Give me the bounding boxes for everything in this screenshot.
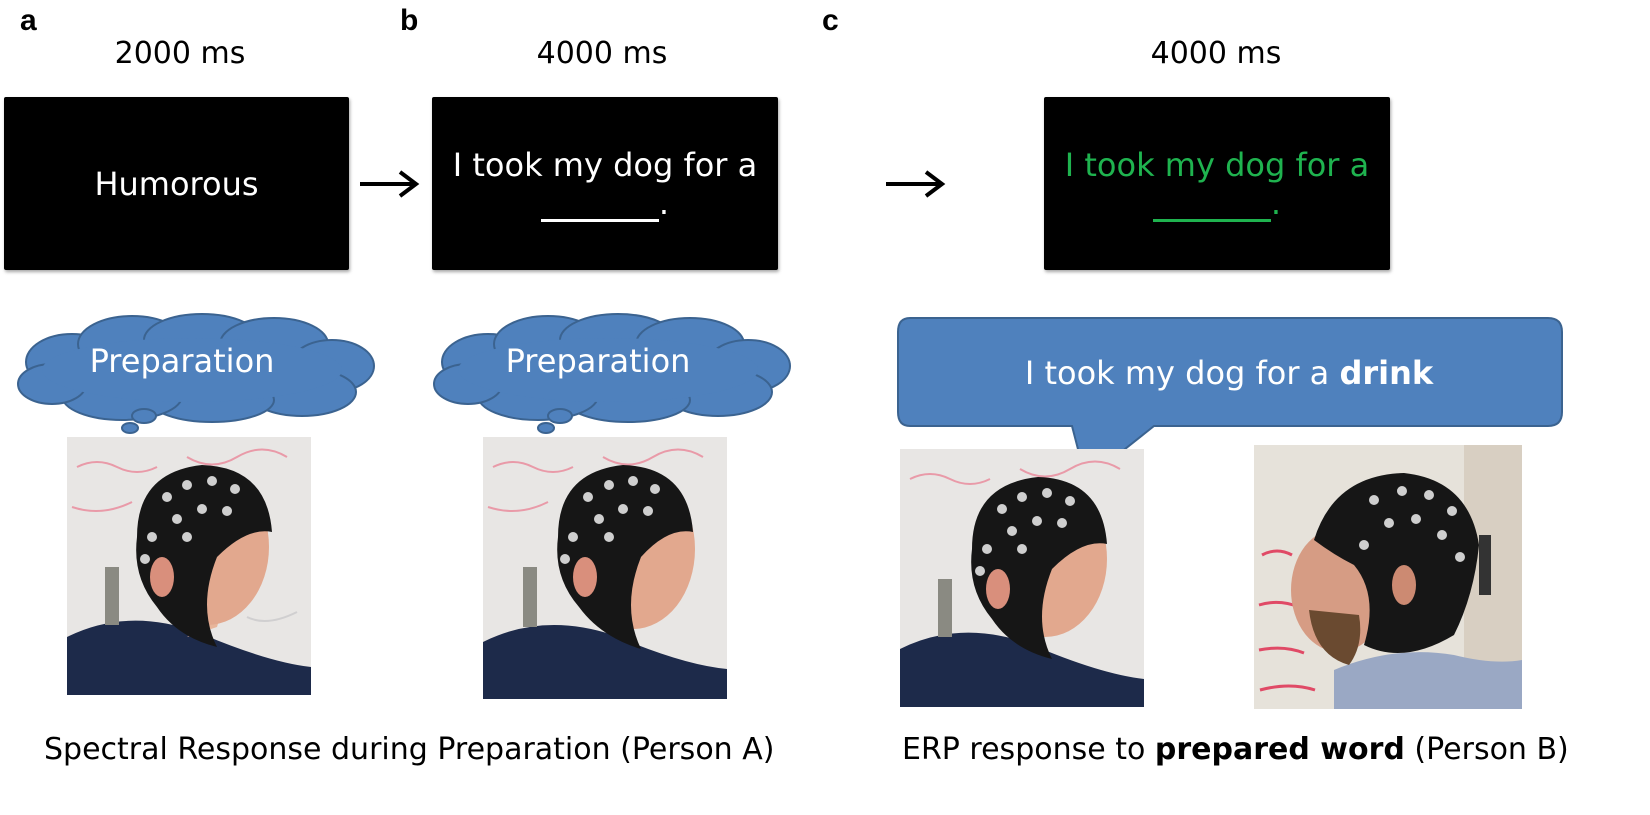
screen-b-blank: . [540, 183, 670, 222]
screen-b-period: . [658, 183, 670, 222]
blank-line [1152, 218, 1271, 222]
stimulus-screen-b: I took my dog for a . [432, 97, 778, 270]
cloud-a-label: Preparation [89, 342, 275, 380]
caption-right: ERP response to prepared word (Person B) [902, 732, 1569, 767]
callout-bold-word: drink [1339, 354, 1434, 392]
caption-left: Spectral Response during Preparation (Pe… [44, 732, 775, 767]
duration-a: 2000 ms [114, 36, 246, 71]
screen-c-period: . [1270, 183, 1282, 222]
thought-cloud-a: Preparation [12, 312, 378, 440]
caption-right-bold: prepared word [1154, 732, 1405, 767]
callout-prefix: I took my dog for a [1024, 354, 1340, 392]
screen-b-sentence: I took my dog for a [452, 145, 758, 184]
stimulus-screen-c: I took my dog for a . [1044, 97, 1390, 270]
photo-person-b [1254, 445, 1522, 709]
callout-sentence: I took my dog for a drink [896, 354, 1562, 392]
photo-person-a-3 [900, 449, 1144, 707]
panel-letter-c: c [822, 4, 839, 37]
photo-person-a-1 [67, 437, 311, 695]
screen-c-blank: . [1152, 183, 1282, 222]
caption-right-suffix: (Person B) [1404, 732, 1569, 767]
screen-a-word: Humorous [94, 164, 259, 203]
thought-cloud-b: Preparation [428, 312, 794, 440]
panel-letter-b: b [400, 4, 419, 37]
duration-c: 4000 ms [1150, 36, 1282, 71]
speech-callout: I took my dog for a drink [896, 316, 1566, 486]
panel-letter-a: a [20, 4, 37, 37]
photo-person-a-2 [483, 437, 727, 699]
right-arrow-icon [358, 168, 422, 200]
screen-c-sentence: I took my dog for a [1064, 145, 1370, 184]
right-arrow-icon [884, 168, 948, 200]
duration-b: 4000 ms [536, 36, 668, 71]
cloud-b-label: Preparation [505, 342, 691, 380]
caption-right-prefix: ERP response to [902, 732, 1155, 767]
blank-line [540, 218, 659, 222]
stimulus-screen-a: Humorous [4, 97, 349, 270]
